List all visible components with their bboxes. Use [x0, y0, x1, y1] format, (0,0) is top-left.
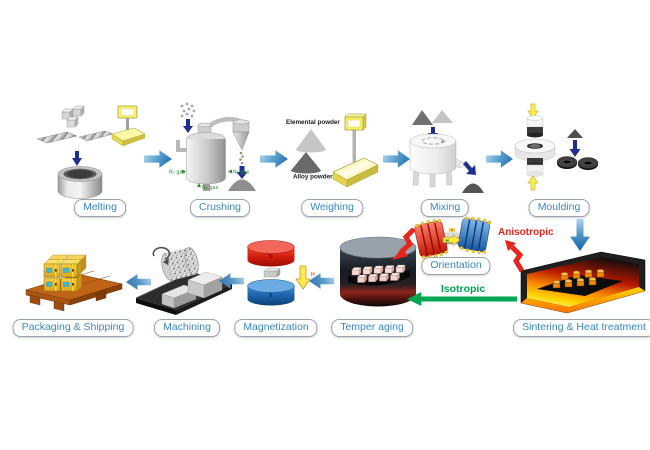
n2-gas-labels: N₂ gas N₂ gas N₂ gas [169, 169, 250, 191]
crushing-icon: N₂ gas N₂ gas N₂ gas [169, 102, 256, 191]
workpiece-blocks [161, 271, 223, 309]
anisotropic-arrow-to-orientation [505, 240, 525, 272]
sintering-label: Sintering & Heat treatment [513, 319, 650, 337]
elemental-powder-cone [432, 110, 453, 123]
inlet-pipe [176, 140, 190, 152]
crucible-icon [57, 166, 103, 199]
box-labels [46, 267, 70, 287]
red-coil-icon [414, 219, 448, 259]
field-arrow-icon [295, 265, 311, 290]
metal-cubes-icon [61, 105, 85, 128]
magnet-blocks [351, 264, 406, 284]
elemental-powder-cone [296, 129, 326, 153]
melting-icon [36, 105, 145, 199]
elemental-powder-label: Elemental powder [286, 119, 340, 126]
mill-tank-icon [186, 122, 226, 191]
packaging-icon [24, 254, 124, 312]
down-arrow-icon [72, 151, 82, 166]
n2-gas-label-bottom: N₂ gas [202, 185, 219, 191]
mixing-label: Mixing [420, 199, 470, 217]
south-label: S [269, 293, 273, 299]
weighing-icon: Elemental powder Alloy powder [286, 113, 379, 188]
alloy-powder-cone [412, 110, 433, 125]
cyclone-icon [228, 119, 256, 191]
down-arrow-icon [569, 140, 581, 157]
ingot-stacks-icon [36, 130, 114, 144]
furnace-parts [552, 269, 605, 289]
machining-label: Machining [154, 319, 220, 337]
scale-icon [332, 113, 379, 188]
machining-icon [135, 246, 232, 315]
alloy-powder-label: Alloy powder [293, 174, 333, 181]
grinding-wheel-icon [161, 247, 199, 281]
scale-icon [111, 105, 145, 147]
rotation-arrow-icon [152, 246, 171, 265]
alloy-powder-cone [291, 152, 321, 174]
moulding-icon [514, 103, 599, 191]
packaging-label: Packaging & Shipping [12, 319, 134, 337]
pallet-icon [24, 270, 124, 312]
field-arrow-icon [442, 233, 461, 247]
pressed-ring-icon [556, 156, 599, 170]
orientation-label: Orientation [421, 257, 491, 275]
field-h-label: H [311, 272, 315, 278]
temper-aging-icon [339, 236, 417, 307]
down-arrow-icon [428, 127, 438, 140]
sintering-furnace-icon [520, 251, 646, 314]
mixing-icon [409, 110, 484, 193]
down-arrow-icon [183, 119, 193, 133]
vapor-dots-icon [180, 102, 196, 118]
press-icon [514, 103, 556, 191]
weighing-label: Weighing [301, 199, 363, 217]
north-label: N [269, 254, 273, 260]
workpiece [263, 268, 281, 278]
anisotropic-path-label: Anisotropic [498, 227, 554, 238]
powder-pile [462, 183, 484, 193]
packed-boxes-icon [43, 254, 87, 292]
north-pole-magnet: N [247, 240, 295, 267]
magnetization-label: Magnetization [234, 319, 318, 337]
blue-coil-icon [457, 216, 492, 254]
south-pole-magnet: S [247, 279, 295, 306]
powder-cone [567, 129, 583, 138]
moulding-label: Moulding [528, 199, 590, 217]
orientation-icon: H [414, 216, 492, 259]
field-h-label: H [446, 238, 449, 243]
magnetization-icon: N S H [247, 240, 315, 306]
temper-aging-label: Temper aging [331, 319, 413, 337]
n2-gas-label-left: N₂ gas [169, 170, 186, 176]
mixer-icon [409, 133, 465, 188]
melting-label: Melting [74, 199, 126, 217]
isotropic-path-label: Isotropic [440, 283, 486, 295]
anisotropic-arrow-to-temper [392, 228, 416, 260]
outflow-arrow-icon [463, 161, 476, 175]
n2-gas-label-right: N₂ gas [233, 170, 250, 176]
crushing-label: Crushing [189, 199, 251, 217]
